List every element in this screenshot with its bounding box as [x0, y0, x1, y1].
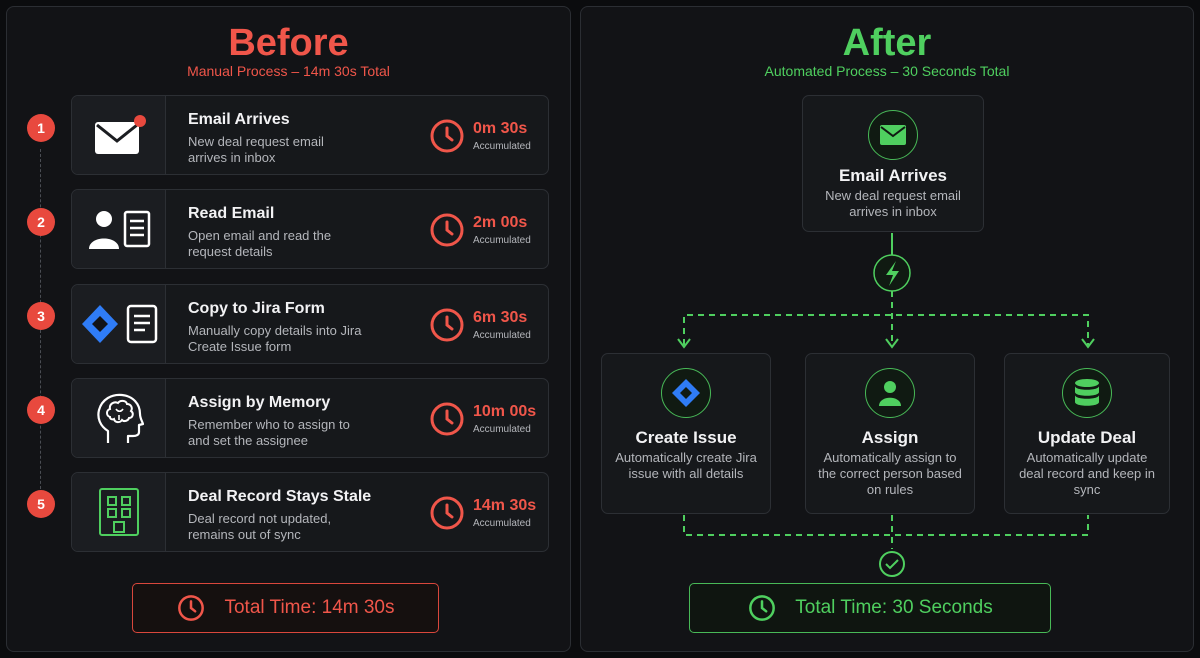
step-title: Read Email — [188, 205, 275, 222]
brain-head-icon — [96, 393, 144, 443]
clock-icon — [430, 402, 464, 436]
before-panel: Before Manual Process – 14m 30s Total 1 … — [6, 6, 571, 652]
clock-icon — [178, 595, 205, 621]
step-number-4: 4 — [27, 396, 55, 424]
action-description: Automatically create Jira issue with all… — [615, 450, 757, 481]
clock-icon — [430, 213, 464, 247]
after-panel: After Automated Process – 30 Seconds Tot… — [580, 6, 1194, 652]
action-title: Create Issue — [635, 428, 737, 447]
step-time-note: Accumulated — [473, 424, 531, 435]
action-title: Assign — [861, 428, 919, 447]
after-title: After — [842, 22, 932, 64]
after-total-time: Total Time: 30 Seconds — [689, 583, 1051, 633]
step-time: 0m 30s — [473, 120, 528, 137]
clock-icon — [430, 308, 464, 342]
step-description: Open email and read the request details — [188, 228, 332, 259]
step-description: Remember who to assign to and set the as… — [188, 417, 350, 448]
step-card-deal-record-stale: Deal Record Stays Stale Deal record not … — [71, 472, 549, 552]
action-description: Automatically update deal record and kee… — [1019, 450, 1155, 497]
step-description: Deal record not updated, remains out of … — [188, 511, 332, 542]
action-card-update-deal: Update Deal Automatically update deal re… — [1004, 353, 1170, 514]
person-icon — [879, 381, 901, 406]
step-number-5: 5 — [27, 490, 55, 518]
step-number-3: 3 — [27, 302, 55, 330]
before-title: Before — [228, 22, 349, 64]
step-time-note: Accumulated — [473, 518, 531, 529]
person-document-icon — [88, 210, 150, 249]
building-icon — [98, 488, 139, 536]
database-icon — [1075, 379, 1099, 406]
before-total-label: Total Time: 14m 30s — [224, 597, 395, 618]
step-time: 14m 30s — [473, 497, 537, 514]
step-card-assign-by-memory: Assign by Memory Remember who to assign … — [71, 378, 549, 458]
step-time: 6m 30s — [473, 309, 528, 326]
trigger-card-email-arrives: Email Arrives New deal request email arr… — [802, 95, 984, 232]
step-time: 2m 00s — [473, 214, 528, 231]
trigger-description: New deal request email arrives in inbox — [825, 188, 961, 219]
jira-icon — [672, 379, 700, 407]
after-total-label: Total Time: 30 Seconds — [795, 597, 993, 618]
action-card-assign: Assign Automatically assign to the corre… — [805, 353, 975, 514]
clock-icon — [749, 595, 776, 621]
step-title: Copy to Jira Form — [188, 300, 325, 317]
clock-icon — [430, 496, 464, 530]
step-number-2: 2 — [27, 208, 55, 236]
step-time: 10m 00s — [473, 403, 537, 420]
before-total-time: Total Time: 14m 30s — [132, 583, 439, 633]
step-time-note: Accumulated — [473, 235, 531, 246]
step-card-copy-to-jira: Copy to Jira Form Manually copy details … — [71, 284, 549, 364]
step-card-email-arrives: Email Arrives New deal request email arr… — [71, 95, 549, 175]
action-description: Automatically assign to the correct pers… — [818, 450, 962, 497]
trigger-title: Email Arrives — [838, 166, 948, 185]
envelope-icon — [880, 125, 906, 145]
step-description: New deal request email arrives in inbox — [188, 134, 324, 165]
step-number-1: 1 — [27, 114, 55, 142]
jira-form-icon — [81, 304, 157, 344]
step-title: Email Arrives — [188, 111, 290, 128]
before-subtitle: Manual Process – 14m 30s Total — [187, 63, 390, 79]
step-time-note: Accumulated — [473, 141, 531, 152]
step-time-note: Accumulated — [473, 330, 531, 341]
action-title: Update Deal — [1037, 428, 1137, 447]
step-description: Manually copy details into Jira Create I… — [188, 323, 362, 354]
envelope-icon — [94, 115, 146, 154]
clock-icon — [430, 119, 464, 153]
step-title: Assign by Memory — [188, 394, 331, 411]
after-subtitle: Automated Process – 30 Seconds Total — [764, 63, 1010, 79]
step-title: Deal Record Stays Stale — [188, 488, 372, 505]
step-card-read-email: Read Email Open email and read the reque… — [71, 189, 549, 269]
action-card-create-issue: Create Issue Automatically create Jira i… — [601, 353, 771, 514]
